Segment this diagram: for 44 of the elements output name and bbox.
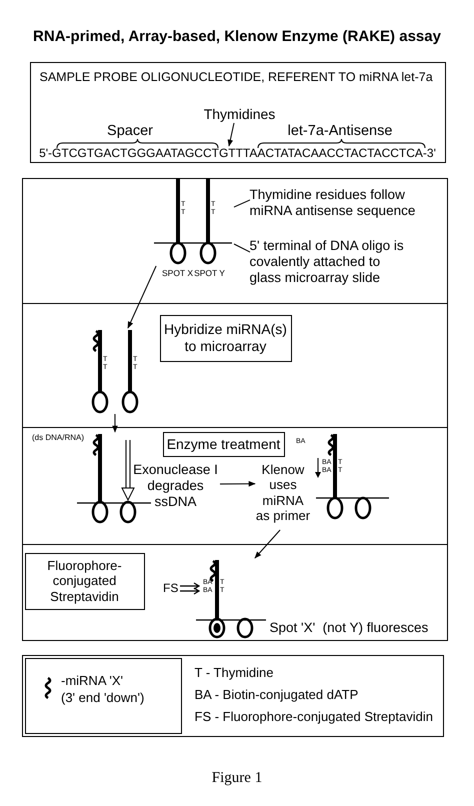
annotation-text: Thymidine residues follow miRNA antisense sequence xyxy=(250,186,418,220)
segment-label: let-7a-Antisense xyxy=(288,124,392,138)
spot-label: SPOT Y xyxy=(194,268,225,277)
leader-line xyxy=(234,199,250,208)
title: RNA-primed, Array-based, Klenow Enzyme (RAKE) assay xyxy=(33,28,441,45)
sequence-box xyxy=(30,62,446,163)
step-box xyxy=(162,432,284,456)
step-label: Hybridize miRNA(s) to microarray xyxy=(163,321,288,355)
step-label: Enzyme treatment xyxy=(166,436,282,452)
key-text: FS - Fluorophore-conjugated Streptavidin xyxy=(194,710,433,724)
symbol-label: FS xyxy=(163,582,178,594)
heading-text: SAMPLE PROBE OLIGONUCLEOTIDE, REFERENT TO miRNA let-7a xyxy=(40,70,433,84)
leader-line xyxy=(234,244,250,253)
probe-drawing xyxy=(194,558,266,638)
step-panel xyxy=(22,544,448,641)
step-panel xyxy=(22,303,448,428)
step-label: Fluorophore- conjugated Streptavidin xyxy=(46,558,123,604)
annotation-text: Klenow uses miRNA as primer xyxy=(254,462,312,530)
step-box xyxy=(24,552,144,610)
key-text: T - Thymidine xyxy=(194,666,274,680)
key-text: -miRNA 'X' xyxy=(61,674,124,689)
step-box xyxy=(160,314,292,362)
probe-drawing xyxy=(314,432,390,520)
segment-label: Spacer xyxy=(107,124,153,138)
key-text: BA - Biotin-conjugated dATP xyxy=(194,688,358,702)
step-panel xyxy=(22,427,448,545)
arrow xyxy=(127,266,157,329)
key-box xyxy=(22,655,444,737)
step-panel xyxy=(22,178,448,304)
spot-label: SPOT X xyxy=(162,268,194,277)
arrow xyxy=(228,122,234,147)
caption-text: Spot 'X' (not Y) fluoresces xyxy=(270,620,428,634)
key-text: (3' end 'down') xyxy=(61,691,144,706)
annotation-text: 5' terminal of DNA oligo is covalently attached to glass microarray slide xyxy=(250,238,410,290)
arrow xyxy=(219,481,256,487)
sequence-text: 5'-GTCGTGACTGGGAATAGCCTGTTTAACTATACAACCTACTACCTCA-3' xyxy=(38,146,438,160)
symbol-key-box xyxy=(24,658,182,734)
probe-drawing xyxy=(152,178,234,266)
figure-caption: Figure 1 xyxy=(212,770,262,786)
arrow xyxy=(254,530,281,559)
annotation-text: Thymidines xyxy=(200,106,280,122)
annotation-label: (ds DNA/RNA) xyxy=(32,434,84,442)
annotation-text: Exonuclease I degrades ssDNA xyxy=(130,462,222,510)
arrow xyxy=(112,414,118,433)
